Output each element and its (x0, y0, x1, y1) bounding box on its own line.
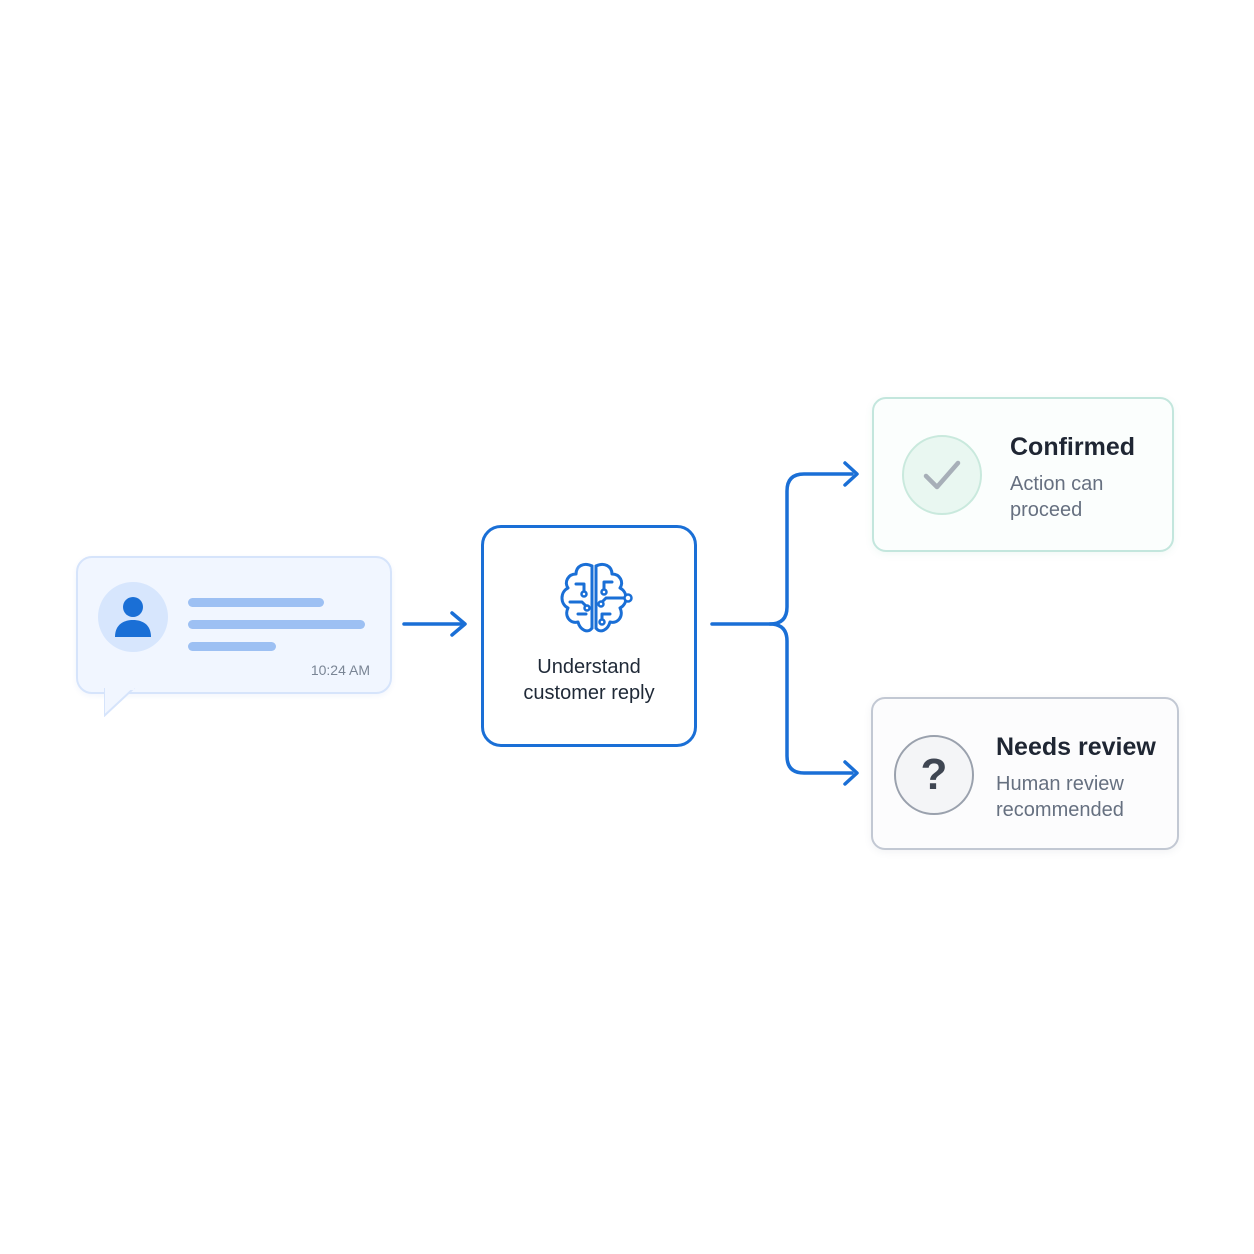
confirmed-subtitle: Action can proceed (1010, 473, 1104, 521)
brain-circuit-icon (560, 562, 633, 633)
checkmark-icon (923, 460, 961, 490)
question-mark-icon: ? (894, 735, 974, 815)
message-timestamp: 10:24 AM (310, 662, 370, 678)
understand-reply-step: Understand customer reply (481, 525, 697, 747)
message-line (188, 642, 276, 651)
process-label: Understand customer reply (523, 656, 655, 704)
branch-connector-lower (768, 622, 854, 775)
arrowhead-process (450, 611, 467, 637)
question-mark-glyph: ? (920, 750, 948, 799)
user-avatar-icon (98, 582, 168, 652)
message-line (188, 620, 365, 629)
checkmark-circle (902, 435, 982, 515)
message-line (188, 598, 324, 607)
review-title: Needs review (996, 733, 1156, 761)
customer-message-bubble: 10:24 AM (76, 556, 392, 694)
arrowhead-confirmed (843, 461, 859, 487)
arrowhead-review (843, 760, 859, 786)
bubble-tail (104, 688, 135, 717)
confirmed-title: Confirmed (1010, 433, 1135, 461)
confirmed-outcome-card: Confirmed Action can proceed (872, 397, 1174, 552)
needs-review-outcome-card: ? Needs review Human review recommended (871, 697, 1179, 850)
review-subtitle: Human review recommended (996, 773, 1124, 821)
branch-connector (710, 472, 854, 626)
